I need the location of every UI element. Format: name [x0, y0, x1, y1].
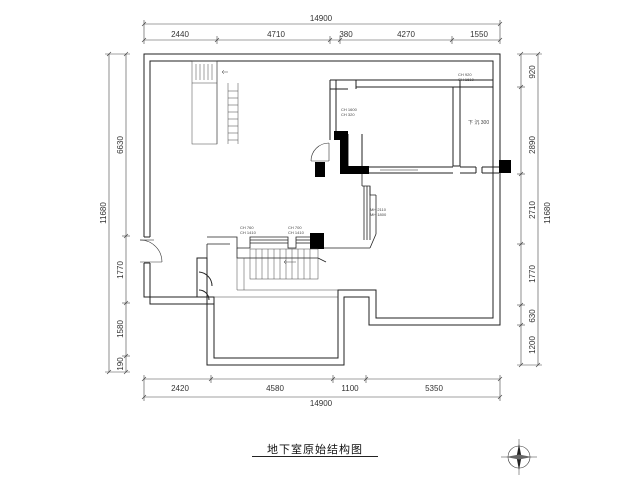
interior-side-wall [324, 174, 377, 249]
window-label-lower-a-2: CH 1410 [240, 230, 257, 235]
window-label-lower-a-1: CH 760 [240, 225, 254, 230]
right-dimension-chain [517, 51, 542, 368]
entry-door [139, 239, 163, 263]
bottom-total-dimension: 14900 [310, 399, 333, 408]
window-label-side-1: MH 2110 [370, 207, 387, 212]
right-dimension-5: 630 [528, 309, 537, 323]
bottom-dimension-2: 4580 [266, 384, 284, 393]
top-dimension-4: 4270 [397, 30, 415, 39]
left-dimension-3: 1580 [116, 320, 125, 338]
right-dimension-2: 2890 [528, 136, 537, 154]
top-dimension-3: 380 [339, 30, 353, 39]
bottom-dimension-4: 5350 [425, 384, 443, 393]
lower-staircase [214, 248, 338, 298]
title-underline [252, 456, 378, 457]
right-dimension-1: 920 [528, 65, 537, 79]
right-total-dimension: 11680 [543, 202, 552, 224]
window-label-lower-b-1: CH 700 [288, 225, 302, 230]
structural-columns [310, 131, 511, 249]
window-label-mid-2: CH 320 [341, 112, 355, 117]
interior-room-upper [329, 79, 499, 174]
right-dimension-6: 1200 [528, 336, 537, 354]
bottom-dimension-3: 1100 [341, 384, 359, 393]
left-inner-walls [196, 257, 215, 304]
window-label-side-2: MH 1800 [370, 212, 387, 217]
top-dimension-1: 2440 [171, 30, 189, 39]
left-dimension-chain [105, 51, 130, 375]
outer-walls [143, 53, 501, 366]
top-dimension-chain [141, 20, 503, 44]
window-label-lower-b-2: CH 1410 [288, 230, 305, 235]
right-dimension-4: 1770 [528, 265, 537, 283]
compass-icon [501, 439, 537, 475]
window-label-top-right-1: CH 920 [458, 72, 472, 77]
bottom-dimension-1: 2420 [171, 384, 189, 393]
left-total-dimension: 11680 [99, 202, 108, 224]
interior-room-door [310, 142, 330, 162]
drawing-title: 地下室原始结构图 [267, 443, 363, 456]
top-dimension-5: 1550 [470, 30, 488, 39]
left-dimension-2: 1770 [116, 261, 125, 279]
right-dimension-3: 2710 [528, 201, 537, 219]
small-window-mark [380, 166, 418, 174]
window-label-mid-1: CH 1600 [341, 107, 358, 112]
left-dimension-1: 6630 [116, 136, 125, 154]
top-dimension-2: 4710 [267, 30, 285, 39]
upper-staircase [191, 60, 239, 145]
top-total-dimension: 14900 [310, 14, 333, 23]
sunken-floor-label: 下 沉 300 [468, 119, 489, 126]
window-label-top-right-2: CH 1610 [458, 77, 475, 82]
left-dimension-4: 190 [116, 357, 125, 371]
lower-partition [206, 236, 327, 263]
bottom-dimension-chain [141, 375, 503, 401]
